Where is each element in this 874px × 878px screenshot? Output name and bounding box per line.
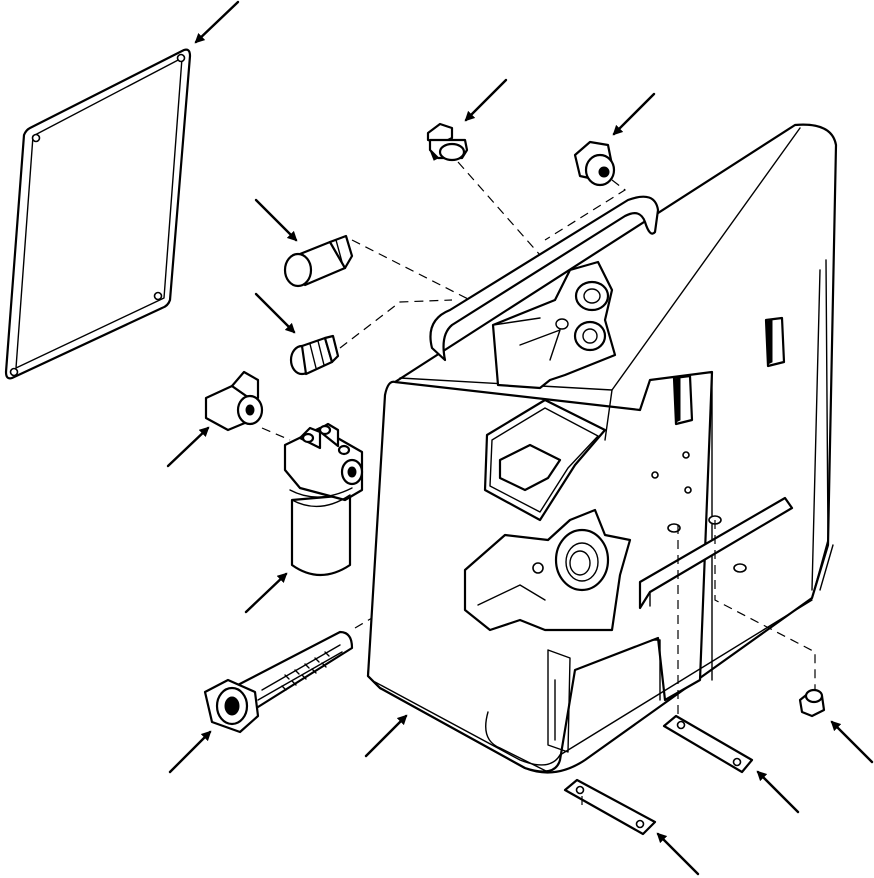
alignment-lines	[261, 161, 816, 805]
mounting-strap-upper	[662, 714, 754, 774]
leader-arrow-connector	[254, 292, 296, 334]
leader-arrow-drain-plug	[830, 720, 874, 764]
leader-arrows	[166, 0, 874, 876]
leader-arrow-gasket	[194, 0, 240, 44]
leader-arrow-filter	[244, 572, 288, 614]
adapter-fitting	[283, 234, 354, 288]
leader-arrow-breather	[464, 78, 508, 122]
drain-plug	[798, 688, 826, 718]
leader-arrow-adapter	[254, 198, 298, 242]
leader-arrow-filler-plug	[612, 92, 656, 136]
elbow-fitting	[204, 370, 264, 432]
leader-arrow-strap-upper	[756, 770, 800, 814]
leader-arrow-strap-lower	[656, 832, 700, 876]
filler-plug	[573, 140, 616, 187]
leader-arrow-strainer	[168, 730, 212, 774]
breather-cap	[426, 122, 469, 162]
hydraulic-tank	[366, 123, 838, 774]
tank-cover-gasket	[4, 48, 192, 380]
filter-assembly	[283, 422, 364, 576]
leader-arrow-tank	[364, 714, 408, 758]
suction-strainer	[203, 630, 354, 734]
mounting-strap-lower	[563, 778, 657, 836]
connector-fitting	[289, 334, 340, 376]
leader-arrow-elbow	[166, 426, 210, 468]
